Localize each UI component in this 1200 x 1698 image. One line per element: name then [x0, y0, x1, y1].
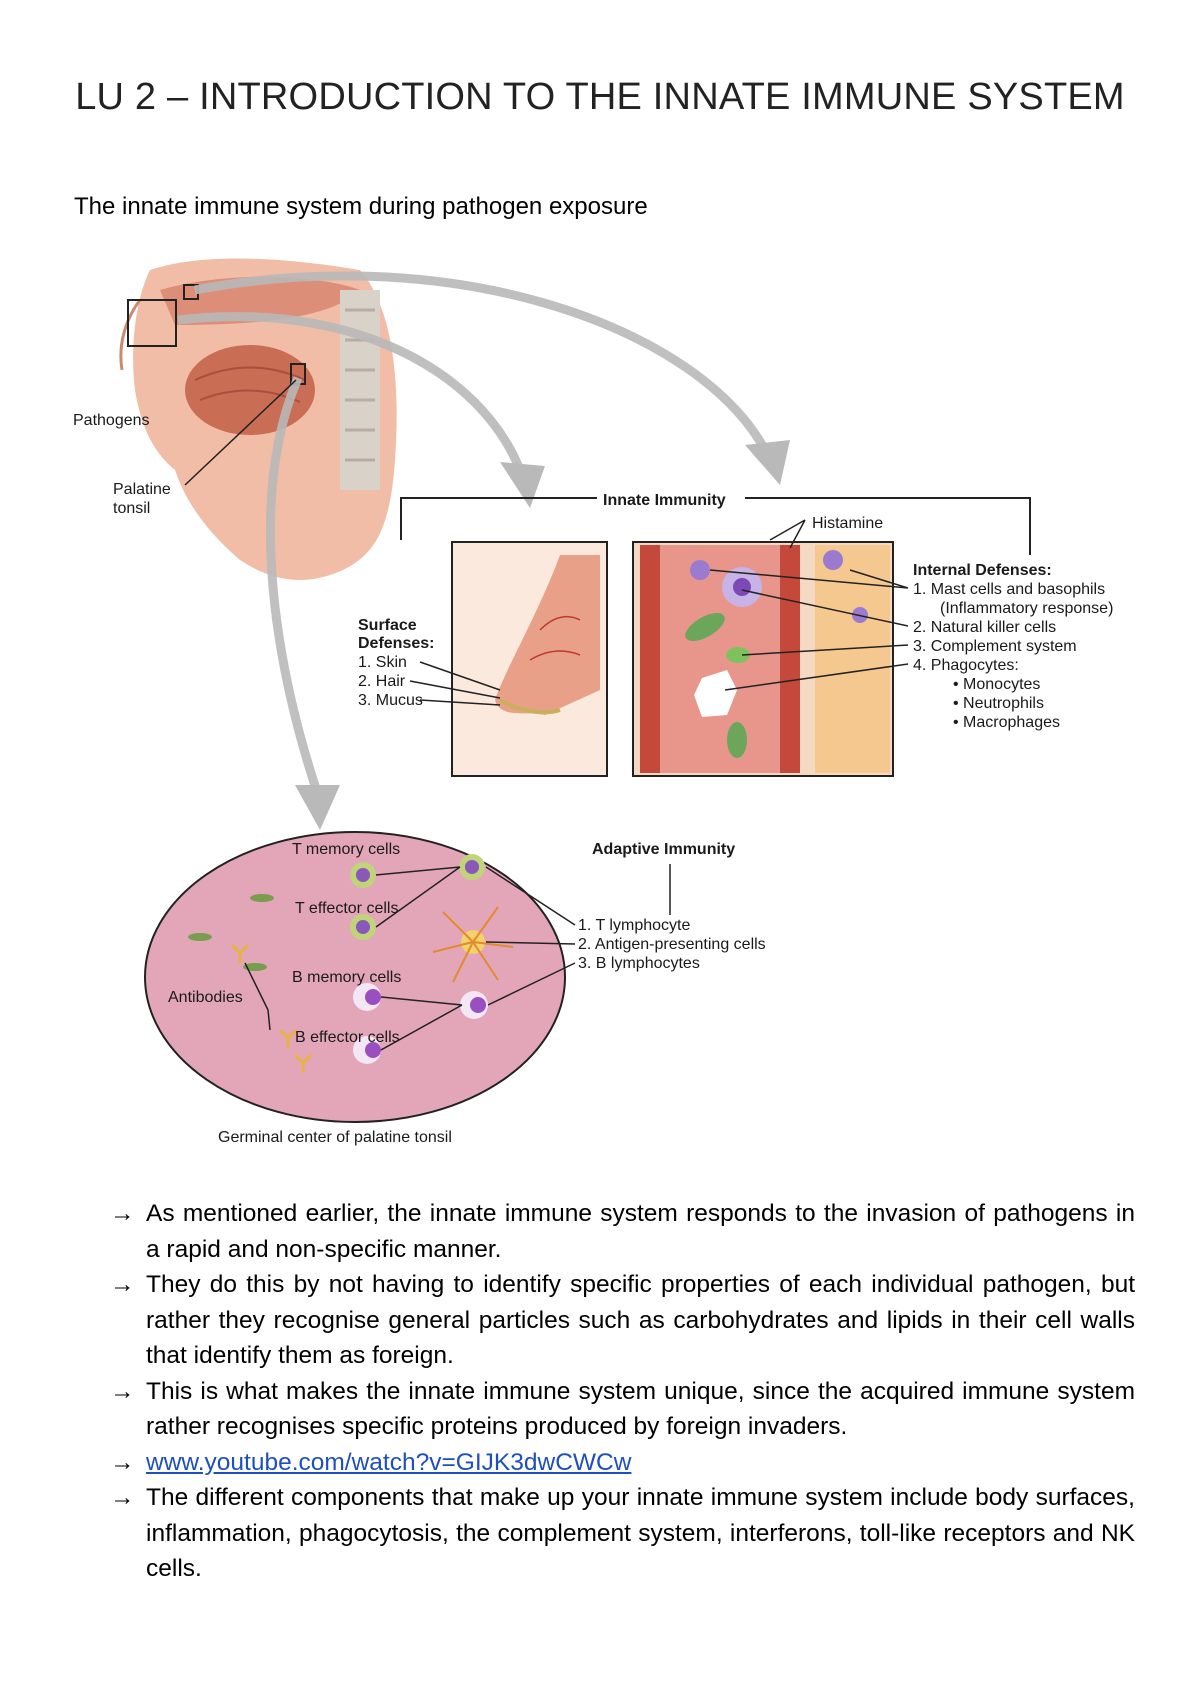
adaptive-item: 1. T lymphocyte	[578, 917, 690, 934]
connector-arrowheads	[295, 440, 790, 830]
internal-defenses-panel	[632, 541, 894, 777]
surface-defenses-panel	[451, 541, 608, 777]
surface-item: 1. Skin	[358, 654, 407, 671]
internal-item: 3. Complement system	[913, 638, 1077, 655]
bullet-text: This is what makes the innate immune sys…	[146, 1377, 1135, 1441]
internal-item: (Inflammatory response)	[940, 600, 1113, 617]
arrow-icon: →	[110, 1448, 135, 1476]
internal-item: 4. Phagocytes:	[913, 657, 1019, 674]
adaptive-item: 3. B lymphocytes	[578, 955, 700, 972]
surface-item: 2. Hair	[358, 673, 406, 690]
youtube-link[interactable]: www.youtube.com/watch?v=GIJK3dwCWCw	[146, 1448, 632, 1476]
bullet-item: → As mentioned earlier, the innate immune…	[110, 1196, 1135, 1267]
innate-immunity-label: Innate Immunity	[603, 492, 726, 509]
innate-immunity-figure: Pathogens Palatine tonsil Innate Immunit…	[73, 258, 1113, 1146]
adaptive-immunity-label: Adaptive Immunity	[592, 841, 735, 858]
internal-item: 2. Natural killer cells	[913, 619, 1056, 636]
b-memory-label: B memory cells	[292, 969, 401, 986]
page-title: LU 2 – INTRODUCTION TO THE INNATE IMMUNE…	[75, 76, 1125, 118]
nose-highlight-box	[127, 299, 177, 347]
bullet-item: → www.youtube.com/watch?v=GIJK3dwCWCw	[110, 1445, 1135, 1481]
b-effector-label: B effector cells	[295, 1029, 400, 1046]
pathogens-label: Pathogens	[73, 412, 150, 429]
bullet-item: → The different components that make up y…	[110, 1480, 1135, 1587]
palatine-label-line2: tonsil	[113, 500, 150, 517]
palatine-label-line1: Palatine	[113, 481, 171, 498]
bullet-text: They do this by not having to identify s…	[146, 1271, 1135, 1369]
t-effector-label: T effector cells	[295, 900, 398, 917]
germinal-center-diagram	[144, 831, 566, 1123]
internal-defenses-title: Internal Defenses:	[913, 562, 1052, 579]
bullet-item: → This is what makes the innate immune sy…	[110, 1374, 1135, 1445]
germinal-center-caption: Germinal center of palatine tonsil	[218, 1129, 452, 1146]
arrow-icon: →	[110, 1484, 135, 1511]
bullet-item: → They do this by not having to identify …	[110, 1267, 1135, 1374]
adaptive-item: 2. Antigen-presenting cells	[578, 936, 766, 953]
bullet-text: The different components that make up yo…	[146, 1484, 1135, 1582]
figure-heading: The innate immune system during pathogen…	[74, 193, 648, 220]
bullet-text: As mentioned earlier, the innate immune …	[146, 1200, 1135, 1263]
internal-item: • Neutrophils	[953, 695, 1044, 712]
internal-item: • Monocytes	[953, 676, 1040, 693]
head-cross-section	[119, 258, 397, 580]
histamine-label: Histamine	[812, 515, 883, 532]
internal-item: • Macrophages	[953, 714, 1060, 731]
connector-arrows	[177, 271, 769, 797]
internal-item: 1. Mast cells and basophils	[913, 581, 1105, 598]
t-memory-label: T memory cells	[292, 841, 400, 858]
surface-item: 3. Mucus	[358, 692, 423, 709]
arrow-icon: →	[110, 1271, 135, 1298]
arrow-icon: →	[110, 1377, 135, 1405]
antibodies-label: Antibodies	[168, 989, 243, 1006]
arrow-icon: →	[110, 1200, 135, 1227]
bullet-list: → As mentioned earlier, the innate immune…	[110, 1196, 1135, 1587]
surface-defenses-title-2: Defenses:	[358, 635, 434, 652]
surface-defenses-title-1: Surface	[358, 617, 417, 634]
